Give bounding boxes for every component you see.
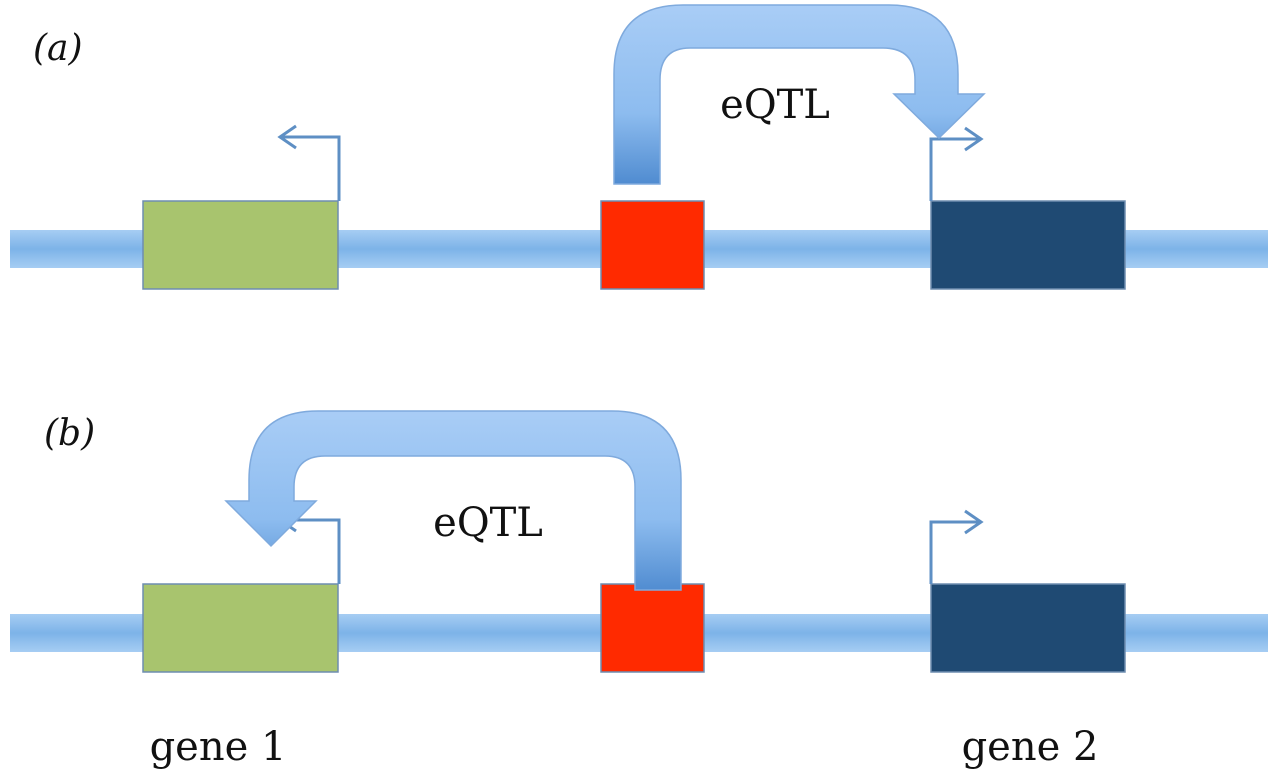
tss-arrow-gene-2-b (929, 509, 984, 584)
variant-box-b (600, 583, 705, 673)
eqtl-label-b: eQTL (433, 500, 543, 546)
gene-1-box-b (142, 583, 339, 673)
tss-arrow-gene-2-a (929, 126, 984, 201)
panel-b-label: (b) (44, 413, 95, 454)
variant-box-a (600, 200, 705, 290)
panel-a: (a) eQTL (10, 4, 1268, 290)
eqtl-label-a: eQTL (720, 82, 830, 128)
eqtl-arrow-b (224, 410, 682, 591)
gene-2-box-b (930, 583, 1126, 673)
gene-2-box-a (930, 200, 1126, 290)
panel-a-label: (a) (33, 28, 83, 69)
panel-b: (b) eQTL (10, 410, 1268, 673)
gene-1-label: gene 1 (150, 724, 287, 769)
eqtl-arrow-a (613, 4, 986, 185)
gene-1-box-a (142, 200, 339, 290)
tss-arrow-gene-1-a (277, 124, 341, 201)
gene-2-label: gene 2 (962, 724, 1099, 769)
